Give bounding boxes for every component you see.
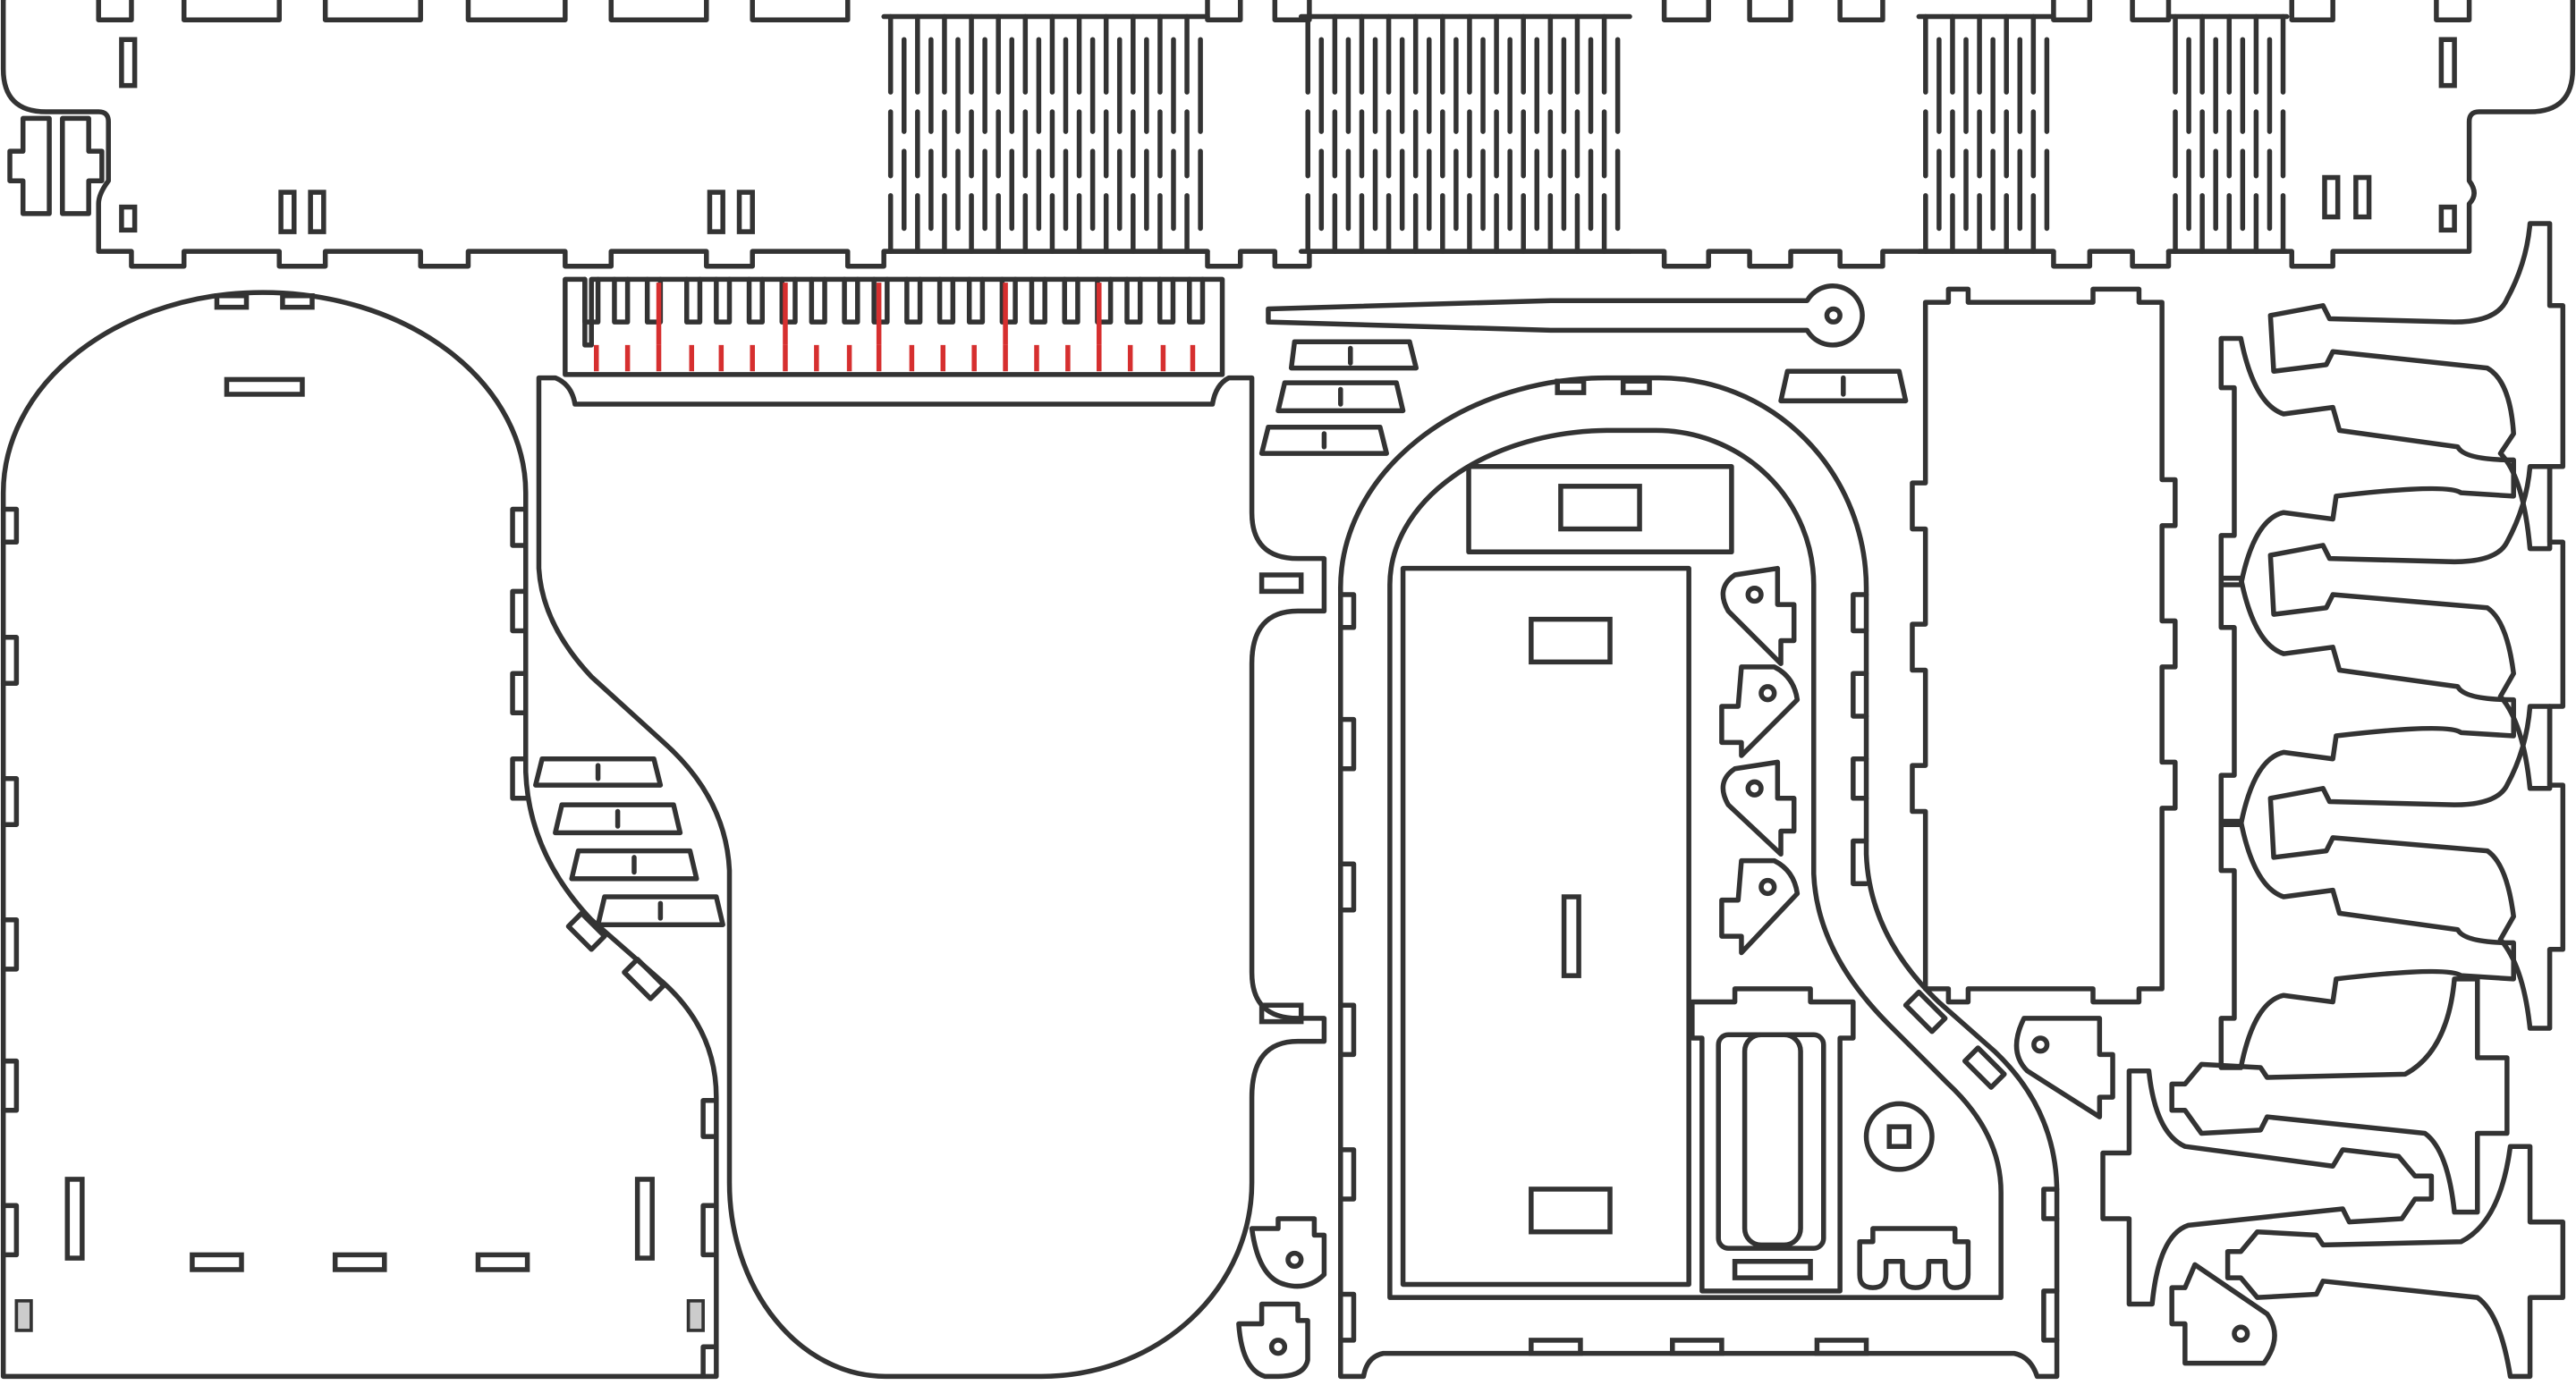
left-rounded-panel xyxy=(0,290,719,1380)
keystone-bar-group-center xyxy=(1258,339,1909,456)
top-strip-panel xyxy=(0,0,2576,269)
keystone-bar-group-left xyxy=(533,756,725,927)
paddle-outline-2 xyxy=(2218,818,2516,1070)
living-hinge-3 xyxy=(1916,13,2056,254)
racetrack-inner-panels xyxy=(1400,464,1971,1294)
paddle-pieces xyxy=(2100,221,2566,1380)
living-hinge-1 xyxy=(881,13,1210,254)
paddle-outline-8 xyxy=(2224,1144,2566,1380)
paddle-outline-3 xyxy=(2267,221,2566,552)
living-hinge-2 xyxy=(1298,13,1632,254)
paddle-outline-4 xyxy=(2267,464,2566,791)
living-hinge-4 xyxy=(2165,13,2290,254)
racetrack-outer-frame xyxy=(1338,375,2060,1380)
side-bracket-piece xyxy=(7,115,105,216)
paddle-outline-5 xyxy=(2267,704,2566,1031)
tall-tabbed-panel xyxy=(1910,286,2178,1005)
comb-score-piece xyxy=(563,276,1225,377)
paddle-outline-1 xyxy=(2218,575,2516,827)
tapered-stick-piece xyxy=(1266,283,1865,348)
paddle-outline-7 xyxy=(2169,976,2510,1215)
cam-pieces xyxy=(1236,565,2277,1380)
center-large-panel xyxy=(536,375,1327,1380)
paddle-outline-0 xyxy=(2218,335,2516,587)
paddle-outline-6 xyxy=(2100,1068,2435,1307)
